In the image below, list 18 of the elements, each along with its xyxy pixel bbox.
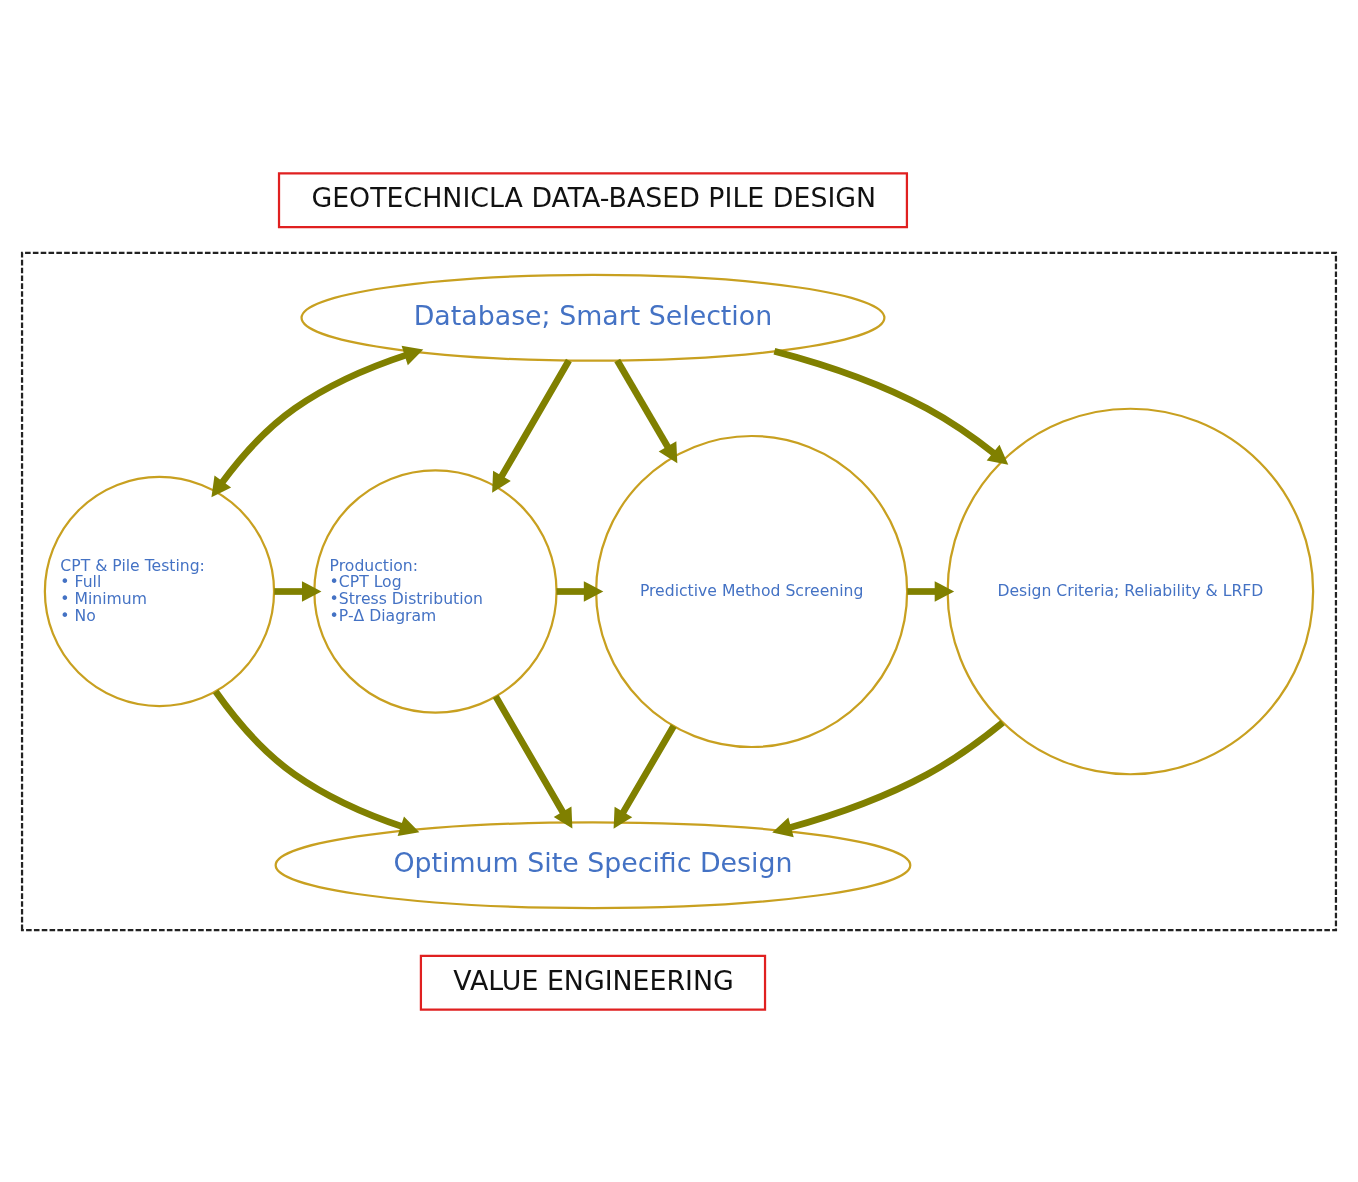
arrow (492, 694, 573, 829)
cluster (20, 251, 1338, 931)
arrow (274, 580, 322, 602)
node-circle: Predictive Method Screening (595, 434, 909, 748)
arrow (211, 345, 424, 497)
node-ellipse: Database; Smart Selection (300, 273, 886, 362)
arrow (556, 580, 604, 602)
node-ellipse: Optimum Site Specific Design (274, 820, 912, 909)
arrow (613, 723, 677, 829)
node-box: GEOTECHNICLA DATA-BASED PILE DESIGN (277, 171, 909, 228)
arrow (772, 719, 1005, 837)
arrow (907, 580, 955, 602)
arrow (212, 689, 420, 836)
node-circle: Design Criteria; Reliability & LRFD (946, 407, 1315, 775)
node-box: VALUE ENGINEERING (419, 954, 767, 1011)
arrow (492, 358, 572, 493)
arrow (773, 347, 1009, 465)
arrow (614, 358, 678, 463)
